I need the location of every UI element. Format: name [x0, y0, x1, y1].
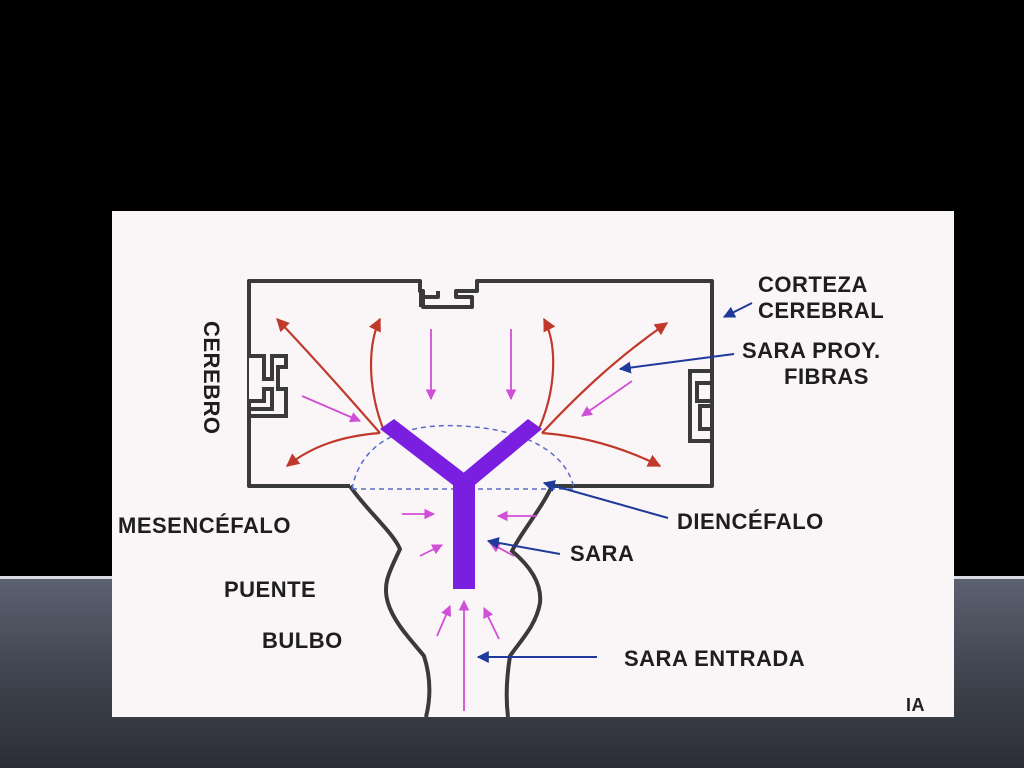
label-sara: SARA	[570, 541, 634, 566]
sara-diagram-figure: CORTEZA CEREBRAL SARA PROY. FIBRAS CEREB…	[112, 211, 954, 717]
sara-diagram: CORTEZA CEREBRAL SARA PROY. FIBRAS CEREB…	[118, 272, 925, 717]
brainstem-outline	[348, 484, 554, 717]
label-diencefalo: DIENCÉFALO	[677, 509, 824, 534]
cerebro-outline	[247, 279, 714, 488]
label-credit: IA	[906, 695, 925, 715]
label-corteza-line2: CEREBRAL	[758, 298, 884, 323]
cerebro-notches	[247, 354, 714, 443]
sara-trunk	[380, 419, 542, 589]
label-cerebro: CEREBRO	[199, 321, 224, 435]
label-sara-entrada: SARA ENTRADA	[624, 646, 805, 671]
pointer-lines	[476, 302, 753, 663]
label-sara-proy-line1: SARA PROY.	[742, 338, 881, 363]
label-corteza-line1: CORTEZA	[758, 272, 868, 297]
label-mesencefalo: MESENCÉFALO	[118, 513, 291, 538]
label-sara-proy-line2: FIBRAS	[784, 364, 869, 389]
input-arrows	[301, 329, 633, 711]
label-puente: PUENTE	[224, 577, 316, 602]
label-bulbo: BULBO	[262, 628, 343, 653]
proyeccion-fibras	[276, 317, 669, 467]
